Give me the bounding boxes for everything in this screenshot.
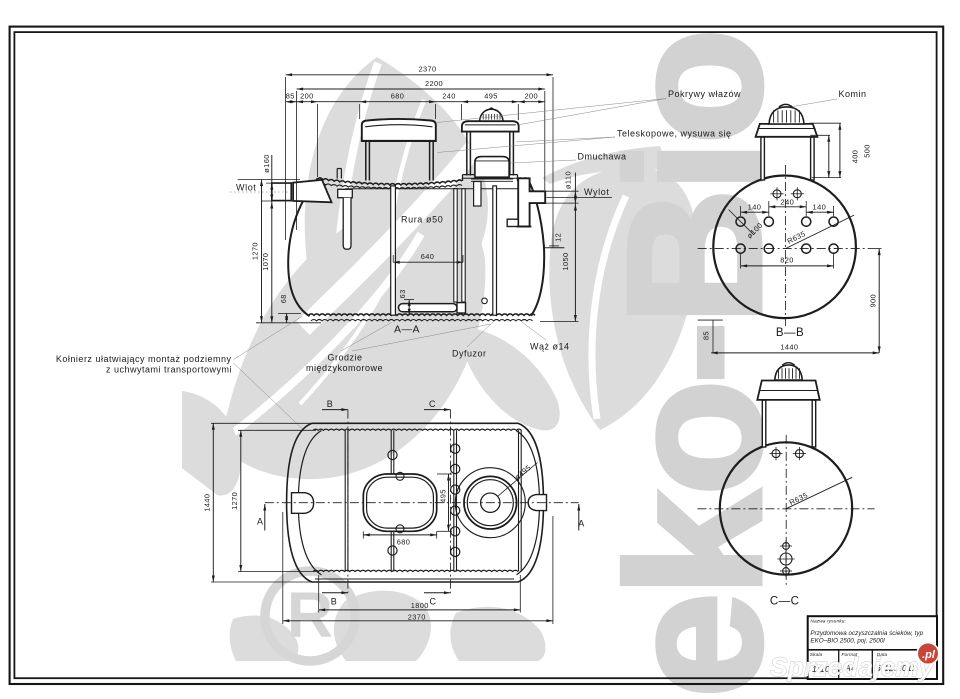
svg-text:140: 140	[813, 202, 827, 211]
svg-text:A—A: A—A	[394, 324, 420, 336]
svg-text:A: A	[257, 517, 263, 527]
svg-text:B—B: B—B	[776, 327, 804, 339]
svg-text:200: 200	[525, 92, 539, 101]
svg-text:R: R	[287, 579, 333, 651]
svg-text:EKO–BIO 2500, poj. 2500l: EKO–BIO 2500, poj. 2500l	[810, 638, 885, 645]
svg-text:500: 500	[863, 144, 872, 158]
svg-text:A4: A4	[844, 663, 856, 673]
svg-text:Skala: Skala	[810, 652, 823, 658]
svg-text:1270: 1270	[230, 492, 239, 510]
svg-text:Rura ø50: Rura ø50	[401, 214, 443, 224]
svg-text:.pl: .pl	[922, 649, 936, 661]
svg-text:1050: 1050	[561, 252, 570, 270]
svg-text:495: 495	[484, 92, 498, 101]
svg-text:240: 240	[442, 92, 456, 101]
svg-text:640: 640	[421, 252, 435, 261]
svg-text:Kołnierz ułatwiający montaż po: Kołnierz ułatwiający montaż podziemny	[56, 354, 232, 364]
svg-text:Wylot: Wylot	[584, 187, 609, 197]
svg-text:2370: 2370	[418, 65, 436, 74]
svg-text:Wąż ø14: Wąż ø14	[530, 341, 570, 351]
svg-text:C—C: C—C	[770, 596, 800, 608]
svg-text:1440: 1440	[780, 343, 798, 352]
svg-text:Dyfuzor: Dyfuzor	[452, 349, 487, 359]
svg-text:C: C	[430, 597, 437, 607]
svg-text:ø160: ø160	[262, 154, 271, 173]
svg-text:200: 200	[300, 92, 314, 101]
svg-text:63: 63	[398, 289, 407, 298]
svg-text:240: 240	[781, 198, 795, 207]
svg-text:Komin: Komin	[839, 89, 867, 99]
svg-text:Teleskopowe, wysuwa się: Teleskopowe, wysuwa się	[617, 129, 732, 139]
svg-text:68: 68	[279, 294, 288, 303]
svg-text:1070: 1070	[261, 253, 270, 271]
svg-text:Dmuchawa: Dmuchawa	[578, 152, 627, 162]
svg-text:eko-Bio: eko-Bio	[589, 33, 801, 698]
svg-text:2200: 2200	[425, 79, 443, 88]
svg-text:B: B	[327, 399, 333, 409]
svg-text:Data: Data	[877, 652, 888, 658]
svg-text:Nazwa rysunku:: Nazwa rysunku:	[810, 618, 846, 624]
svg-text:1270: 1270	[251, 242, 260, 260]
svg-text:A: A	[578, 518, 584, 528]
svg-text:85: 85	[286, 92, 295, 101]
svg-text:400: 400	[851, 150, 860, 164]
svg-text:B: B	[331, 597, 337, 607]
svg-text:12: 12	[554, 233, 563, 242]
svg-text:Wlot: Wlot	[236, 182, 256, 192]
svg-text:Grodzie: Grodzie	[327, 353, 362, 363]
svg-text:2370: 2370	[408, 612, 426, 621]
svg-text:Pokrywy włazów: Pokrywy włazów	[668, 89, 741, 99]
svg-text:140: 140	[748, 202, 762, 211]
svg-text:680: 680	[397, 537, 411, 546]
svg-text:85: 85	[701, 331, 710, 340]
svg-text:Sprzedajemy: Sprzedajemy	[770, 652, 935, 682]
svg-text:1:10: 1:10	[812, 664, 830, 674]
svg-text:z uchwytami transportowymi: z uchwytami transportowymi	[106, 364, 232, 374]
svg-text:495: 495	[438, 489, 447, 503]
svg-text:C: C	[429, 399, 436, 409]
svg-text:1800: 1800	[411, 601, 429, 610]
svg-text:680: 680	[391, 92, 405, 101]
svg-text:900: 900	[868, 294, 877, 308]
svg-text:Format: Format	[842, 652, 858, 658]
svg-text:Przydomowa oczyszczalnia ściek: Przydomowa oczyszczalnia ścieków, typ	[810, 630, 923, 637]
svg-text:ø110: ø110	[564, 171, 573, 189]
svg-text:6.12.2012: 6.12.2012	[876, 663, 917, 673]
svg-text:międzykomorowe: międzykomorowe	[306, 363, 383, 373]
svg-text:1440: 1440	[202, 494, 211, 512]
svg-text:820: 820	[780, 256, 794, 265]
